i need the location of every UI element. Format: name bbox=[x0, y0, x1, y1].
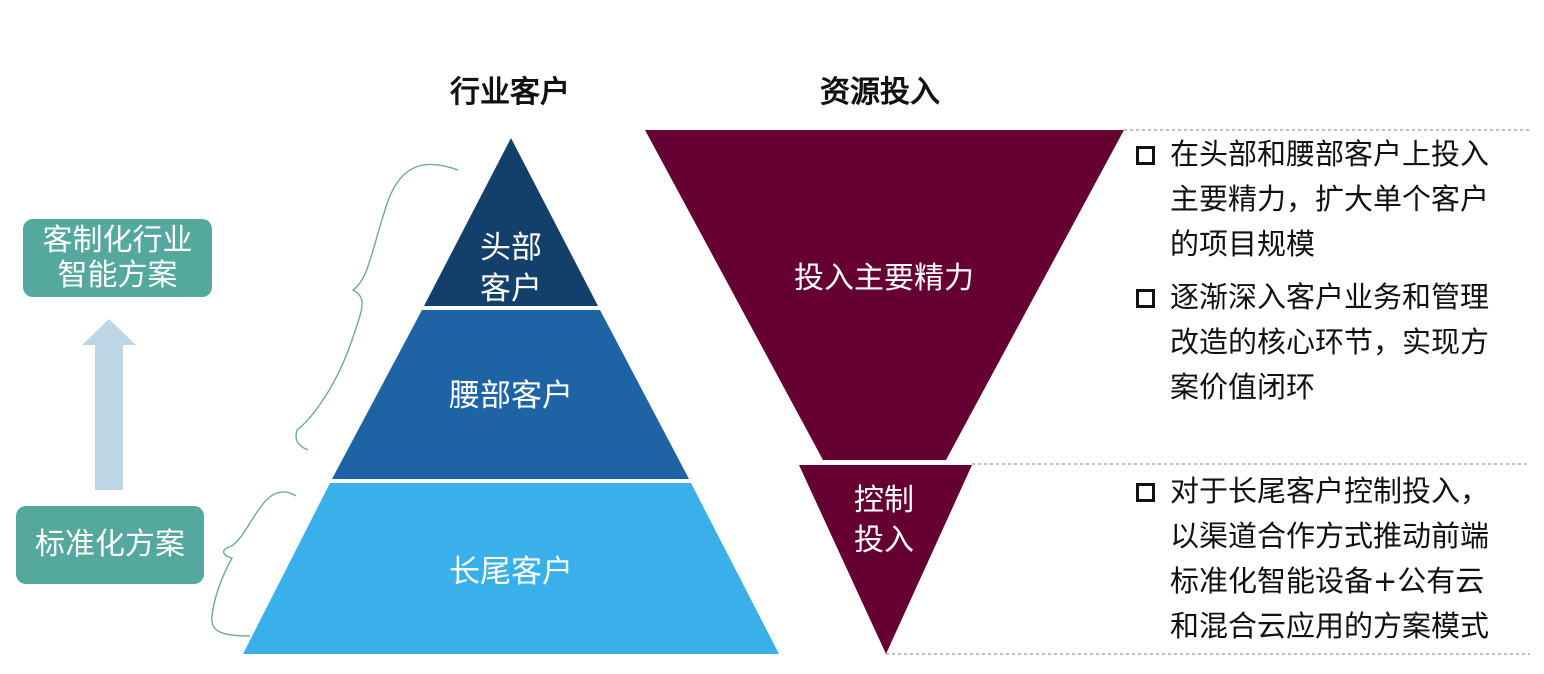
pyramid-top-label-line2: 客户 bbox=[480, 271, 542, 307]
pyramid-bottom-label: 长尾客户 bbox=[449, 554, 573, 590]
bullet-line: 改造的核心环节，实现方 bbox=[1170, 325, 1490, 359]
tag-standard-label: 标准化方案 bbox=[35, 527, 185, 563]
tag-custom-line2: 智能方案 bbox=[57, 258, 178, 293]
bullet-list-lower: 对于长尾客户控制投入， 以渠道合作方式推动前端 标准化智能设备+公有云 和混合云… bbox=[1134, 469, 1534, 657]
brace-lower bbox=[211, 491, 297, 637]
bullet-list-upper: 在头部和腰部客户上投入 主要精力，扩大单个客户 的项目规模 逐渐深入客户业务和管… bbox=[1134, 132, 1534, 418]
up-arrow bbox=[82, 319, 136, 490]
bullet-line: 案价值闭环 bbox=[1170, 370, 1316, 404]
tag-standard-solution: 标准化方案 bbox=[16, 506, 204, 584]
bullet-line: 的项目规模 bbox=[1170, 227, 1316, 261]
pyramid-middle-label: 腰部客户 bbox=[449, 378, 573, 414]
bullet-line: 和混合云应用的方案模式 bbox=[1170, 609, 1490, 643]
checkbox-square-icon bbox=[1136, 483, 1155, 502]
heading-industry-customers: 行业客户 bbox=[450, 75, 570, 110]
bullet-line: 在头部和腰部客户上投入 bbox=[1170, 137, 1490, 171]
funnel-upper-label: 投入主要精力 bbox=[794, 261, 974, 296]
pyramid-bottom-segment bbox=[243, 483, 779, 654]
pyramid-top-label-line1: 头部 bbox=[480, 230, 542, 266]
checkbox-square-icon bbox=[1136, 289, 1155, 308]
funnel-lower-segment bbox=[799, 465, 972, 654]
bullet-line: 主要精力，扩大单个客户 bbox=[1170, 182, 1490, 216]
tag-custom-solution: 客制化行业 智能方案 bbox=[23, 219, 212, 297]
bullet-item: 对于长尾客户控制投入， 以渠道合作方式推动前端 标准化智能设备+公有云 和混合云… bbox=[1134, 469, 1534, 649]
tag-custom-line1: 客制化行业 bbox=[42, 222, 193, 258]
heading-resource-input: 资源投入 bbox=[820, 75, 940, 110]
checkbox-square-icon bbox=[1136, 146, 1155, 165]
bullet-line: 标准化智能设备+公有云 bbox=[1170, 564, 1485, 598]
brace-upper bbox=[295, 163, 459, 451]
bullet-item: 在头部和腰部客户上投入 主要精力，扩大单个客户 的项目规模 bbox=[1134, 132, 1534, 267]
pyramid-middle-segment bbox=[332, 310, 689, 479]
funnel-lower-label-line1: 控制 bbox=[854, 483, 914, 518]
pyramid-top-segment bbox=[424, 138, 598, 306]
funnel-lower-label-line2: 投入 bbox=[854, 523, 914, 558]
bullet-line: 以渠道合作方式推动前端 bbox=[1170, 519, 1490, 553]
funnel-upper-segment bbox=[645, 130, 1124, 460]
bullet-line: 逐渐深入客户业务和管理 bbox=[1170, 280, 1490, 314]
bullet-line: 对于长尾客户控制投入， bbox=[1170, 474, 1490, 508]
bullet-item: 逐渐深入客户业务和管理 改造的核心环节，实现方 案价值闭环 bbox=[1134, 275, 1534, 410]
